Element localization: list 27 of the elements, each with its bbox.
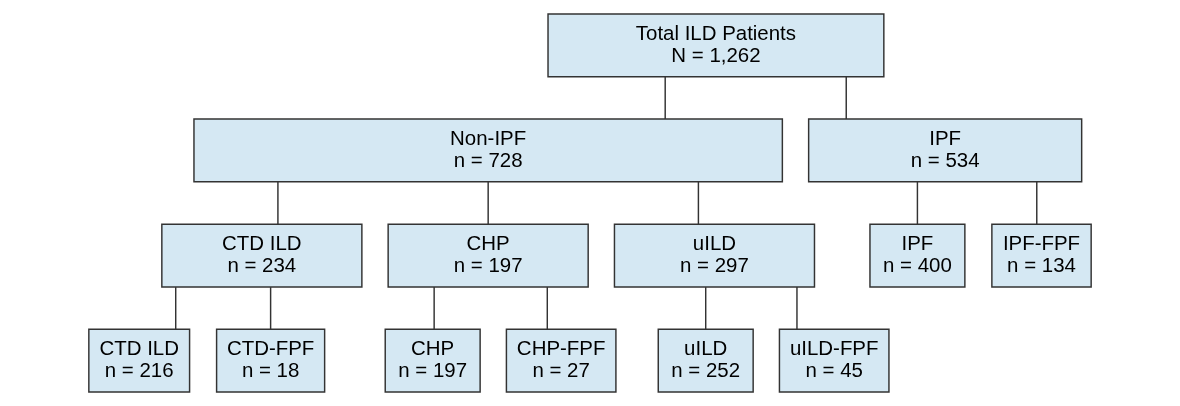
connector	[796, 286, 798, 330]
connector	[664, 76, 666, 120]
connector	[269, 286, 272, 330]
node-box: uILD n = 252	[657, 328, 754, 393]
connector	[277, 181, 279, 225]
node-box: CTD-FPF n = 18	[215, 328, 326, 393]
node-box: Non-IPF n = 728	[193, 118, 784, 183]
node-box: CTD ILD n = 234	[161, 223, 363, 288]
node-box: IPF n = 534	[807, 118, 1083, 183]
connector	[845, 76, 847, 120]
connector	[916, 181, 919, 225]
connector	[1036, 181, 1038, 225]
connector	[487, 181, 489, 225]
connector	[697, 181, 700, 225]
connector	[175, 286, 177, 330]
node-box: CHP n = 197	[384, 328, 481, 393]
connector	[546, 286, 548, 330]
node-box: uILD n = 297	[613, 223, 816, 288]
node-box: uILD-FPF n = 45	[778, 328, 890, 393]
connector	[433, 286, 435, 330]
node-box: CHP-FPF n = 27	[505, 328, 617, 393]
connector	[705, 286, 707, 330]
node-box: CTD ILD n = 216	[88, 328, 191, 393]
node-box: Total ILD Patients N = 1,262	[547, 13, 885, 78]
node-box: IPF n = 400	[869, 223, 966, 288]
node-box: IPF-FPF n = 134	[991, 223, 1092, 288]
node-box: CHP n = 197	[387, 223, 589, 288]
